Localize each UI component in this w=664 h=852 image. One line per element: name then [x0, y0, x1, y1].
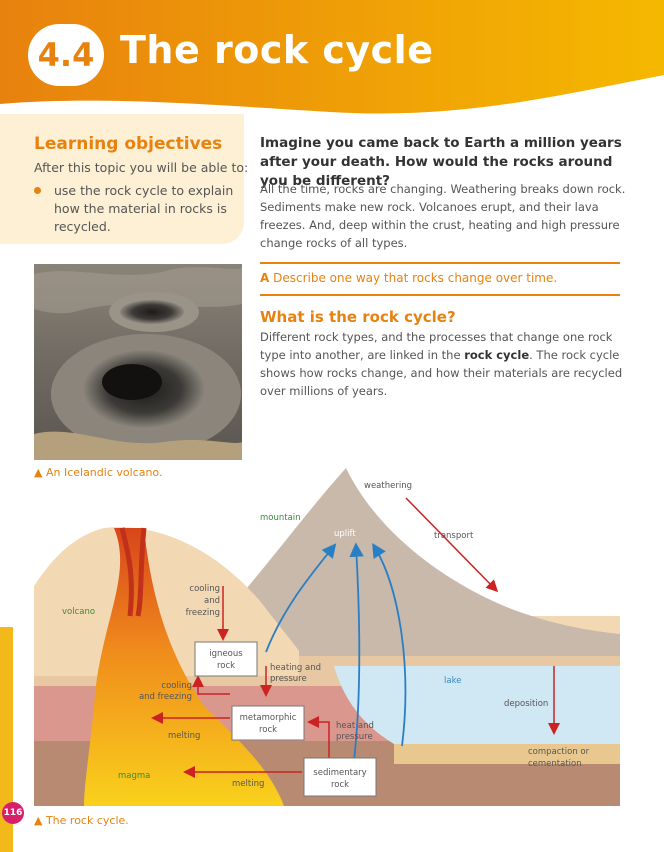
- question-text: Describe one way that rocks change over …: [273, 271, 558, 285]
- label-lake: lake: [444, 676, 461, 686]
- question-box: A Describe one way that rocks change ove…: [260, 262, 620, 296]
- photo-caption: ▲ An Icelandic volcano.: [34, 466, 163, 479]
- label-metamorphic-rock: rock: [259, 725, 277, 735]
- page-title: The rock cycle: [120, 28, 434, 72]
- label-sedimentary-rock: rock: [331, 780, 349, 790]
- section-heading: What is the rock cycle?: [260, 308, 456, 326]
- label-igneous: igneous: [209, 649, 243, 659]
- section-number: 4.4: [37, 36, 95, 74]
- page-header: [0, 0, 664, 130]
- label-cementation: cementation: [528, 759, 582, 769]
- label-igneous-rock: rock: [217, 661, 235, 671]
- label-heat-pressure: pressure: [336, 732, 373, 742]
- learning-objectives-box: [0, 114, 244, 244]
- rock-cycle-diagram: weathering transport mountain uplift vol…: [34, 466, 620, 810]
- learning-objectives-subtitle: After this topic you will be able to:: [34, 160, 249, 175]
- label-weathering: weathering: [364, 481, 412, 491]
- label-heating-and: heating and: [270, 663, 321, 673]
- bullet-dot: [34, 187, 41, 194]
- volcano-photo: [34, 264, 242, 460]
- label-uplift: uplift: [334, 529, 356, 539]
- metamorphic-rock-box: [231, 705, 305, 741]
- sedimentary-rock-box: [303, 757, 377, 797]
- label-cooling: cooling: [189, 584, 220, 594]
- label-freezing: freezing: [186, 608, 220, 618]
- body-paragraph: All the time, rocks are changing. Weathe…: [260, 182, 626, 250]
- section-text-before: Different rock types, and the processes …: [260, 330, 613, 362]
- label-magma: magma: [118, 771, 150, 781]
- label-mountain: mountain: [260, 513, 301, 523]
- label-transport: transport: [434, 531, 474, 541]
- label-melting-2: melting: [232, 779, 264, 789]
- page-number: 116: [2, 802, 24, 824]
- label-metamorphic: metamorphic: [240, 713, 297, 723]
- label-and-freezing: and freezing: [139, 692, 192, 702]
- side-bar: [0, 627, 13, 852]
- label-compaction: compaction or: [528, 747, 590, 757]
- igneous-rock-box: [194, 641, 258, 677]
- label-melting-1: melting: [168, 731, 200, 741]
- label-and: and: [204, 596, 220, 606]
- section-number-badge: 4.4: [28, 24, 104, 86]
- label-cooling-2: cooling: [161, 681, 192, 691]
- learning-objectives-title: Learning objectives: [34, 134, 223, 154]
- question-letter: A: [260, 271, 270, 285]
- learning-objective-item: use the rock cycle to explain how the ma…: [54, 183, 234, 234]
- label-heating-pressure: pressure: [270, 674, 307, 684]
- label-volcano: volcano: [62, 607, 95, 617]
- section-text-after: . The rock cycle shows how rocks change,…: [260, 348, 623, 398]
- label-sedimentary: sedimentary: [313, 768, 366, 778]
- diagram-caption: ▲ The rock cycle.: [34, 814, 129, 827]
- keyword-rock-cycle: rock cycle: [464, 348, 530, 362]
- intro-question: Imagine you came back to Earth a million…: [260, 135, 622, 189]
- label-heat-and: heat and: [336, 721, 374, 731]
- section-paragraph: Different rock types, and the processes …: [260, 328, 630, 400]
- label-deposition: deposition: [504, 699, 548, 709]
